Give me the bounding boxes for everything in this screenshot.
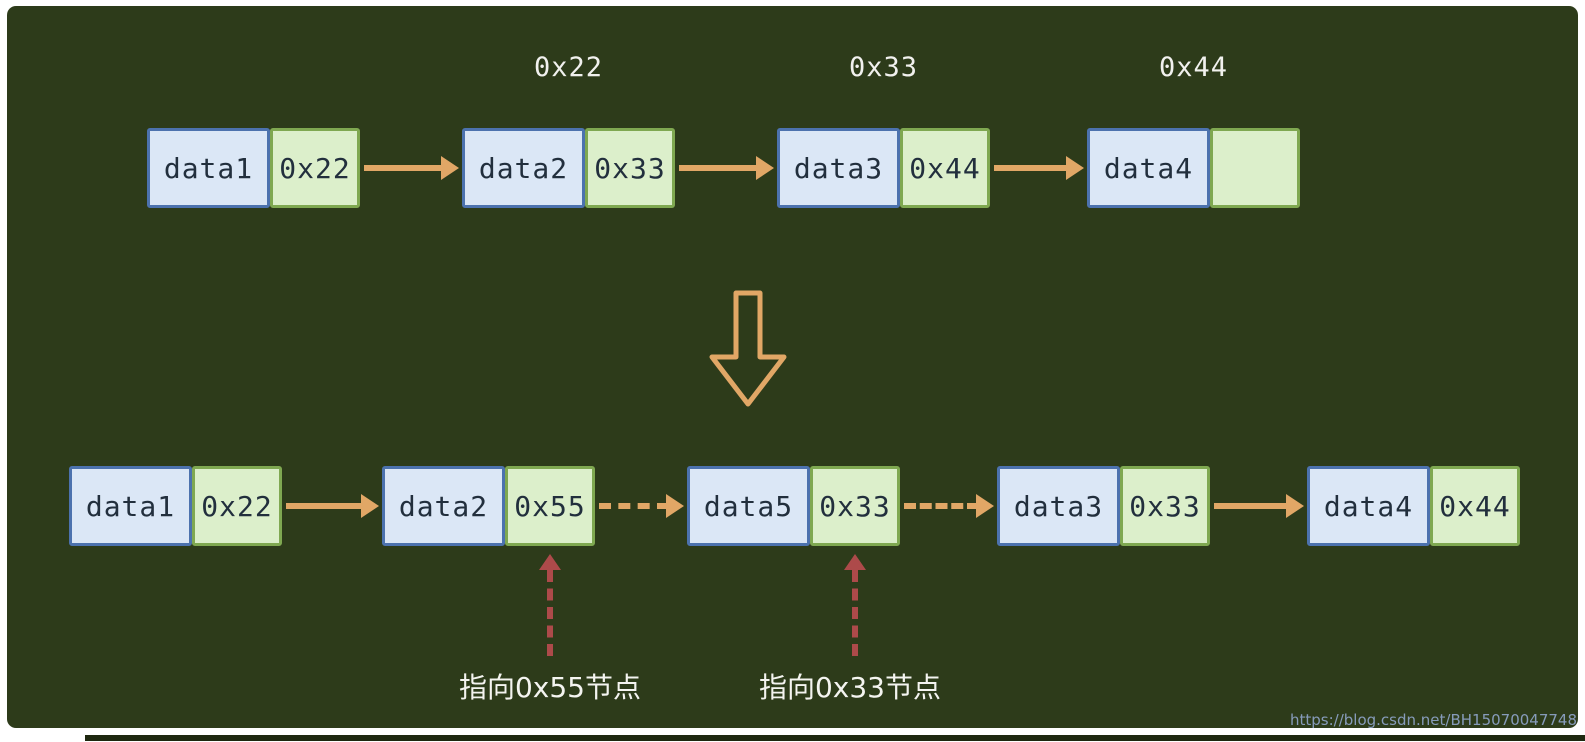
arrow-head-icon [1286,494,1304,518]
new-link-dashed-arrow [599,494,684,518]
node-data-cell: data1 [69,466,192,546]
arrow-line [994,165,1069,171]
arrow-head-icon [756,156,774,180]
node-data-cell: data3 [777,128,900,208]
node-pointer-cell: 0x55 [505,466,595,546]
list-node-before-1: data1 0x22 [147,128,360,208]
arrow-line [364,165,444,171]
next-pointer-arrow [994,156,1084,180]
annotation-up-arrow [843,554,867,656]
node-pointer-cell: 0x33 [1120,466,1210,546]
node-pointer-cell [1210,128,1300,208]
address-label: 0x44 [1158,52,1229,83]
node-pointer-cell: 0x44 [1430,466,1520,546]
address-label: 0x22 [533,52,604,83]
list-node-after-1: data1 0x22 [69,466,282,546]
list-node-after-5: data4 0x44 [1307,466,1520,546]
arrow-head-icon [844,554,866,570]
node-pointer-cell: 0x33 [585,128,675,208]
node-pointer-cell: 0x22 [192,466,282,546]
node-data-cell: data2 [462,128,585,208]
node-pointer-cell: 0x33 [810,466,900,546]
annotation-up-arrow [538,554,562,656]
list-node-after-4: data3 0x33 [997,466,1210,546]
list-node-before-2: data2 0x33 [462,128,675,208]
node-data-cell: data1 [147,128,270,208]
node-pointer-cell: 0x44 [900,128,990,208]
list-node-before-3: data3 0x44 [777,128,990,208]
node-pointer-cell: 0x22 [270,128,360,208]
arrow-head-icon [976,494,994,518]
annotation-label: 指向0x33节点 [758,671,941,704]
arrow-line [547,570,553,656]
annotation-label: 指向0x55节点 [458,671,641,704]
arrow-head-icon [666,494,684,518]
node-data-cell: data5 [687,466,810,546]
arrow-head-icon [1066,156,1084,180]
arrow-line [599,503,669,509]
node-data-cell: data2 [382,466,505,546]
transform-down-arrow-icon [709,290,787,407]
node-data-cell: data4 [1307,466,1430,546]
arrow-head-icon [441,156,459,180]
arrow-line [852,570,858,656]
next-pointer-arrow [364,156,459,180]
arrow-line [286,503,364,509]
node-data-cell: data4 [1087,128,1210,208]
arrow-line [1214,503,1289,509]
list-node-before-4: data4 [1087,128,1300,208]
list-node-after-2: data2 0x55 [382,466,595,546]
watermark: https://blog.csdn.net/BH15070047748 [1290,711,1577,729]
diagram-canvas: 0x22 0x33 0x44 data1 0x22 data2 0x33 dat… [7,6,1578,729]
arrow-line [904,503,979,509]
arrow-head-icon [539,554,561,570]
address-label: 0x33 [848,52,919,83]
node-data-cell: data3 [997,466,1120,546]
next-pointer-arrow [1214,494,1304,518]
next-pointer-arrow [286,494,379,518]
list-node-after-3-inserted: data5 0x33 [687,466,900,546]
bottom-bar [85,735,1585,741]
arrow-head-icon [361,494,379,518]
arrow-line [679,165,759,171]
next-pointer-arrow [679,156,774,180]
new-link-dashed-arrow [904,494,994,518]
